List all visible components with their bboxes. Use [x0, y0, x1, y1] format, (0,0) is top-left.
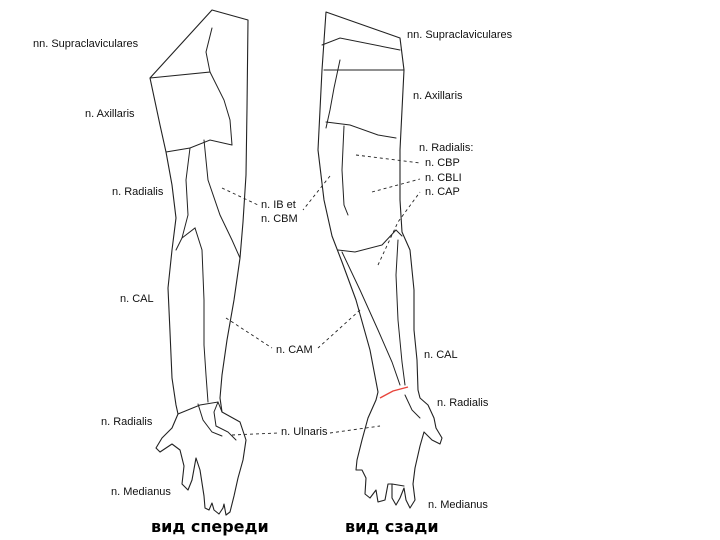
front-axillary-line: [165, 139, 233, 153]
back-arm: [302, 11, 443, 509]
front-arm-outline: [149, 9, 249, 516]
back-arm-outline: [317, 11, 443, 509]
front-palm-line: [197, 403, 223, 437]
label-ib-et: n. IB et: [261, 199, 296, 211]
front-cam-leader: [225, 317, 273, 349]
label-right-radialis-lower: n. Radialis: [437, 397, 489, 409]
label-cam: n. CAM: [276, 344, 313, 356]
label-ulnaris: n. Ulnaris: [281, 426, 328, 438]
caption-front-view: вид спереди: [151, 517, 269, 536]
caption-back-view: вид сзади: [345, 517, 439, 536]
back-forearm-line-a: [341, 251, 401, 386]
label-cbm: n. CBM: [261, 213, 298, 225]
label-left-cal: n. CAL: [120, 293, 154, 305]
back-cbp-leader: [355, 154, 421, 164]
back-ulnaris-leader: [329, 425, 381, 434]
label-left-radialis-upper: n. Radialis: [112, 186, 164, 198]
back-cbli-leader: [371, 178, 421, 193]
label-cbp: n. CBP: [425, 157, 460, 169]
label-left-radialis-lower: n. Radialis: [101, 416, 153, 428]
label-right-medianus: n. Medianus: [428, 499, 488, 511]
front-wrist-line-a: [177, 401, 223, 415]
label-right-axillaris: n. Axillaris: [413, 90, 463, 102]
front-ulnar-line: [213, 401, 237, 441]
back-finger-line: [391, 483, 405, 487]
label-cbli: n. CBLI: [425, 172, 462, 184]
label-right-supraclaviculares: nn. Supraclaviculares: [407, 29, 513, 41]
front-ib-leader: [221, 187, 259, 206]
back-elbow-line: [337, 229, 403, 253]
label-right-cal: n. CAL: [424, 349, 458, 361]
back-forearm-line-b: [395, 239, 406, 386]
label-right-radialis-header: n. Radialis:: [419, 142, 474, 154]
front-arm: [149, 9, 279, 516]
back-cam-leader: [317, 309, 361, 349]
front-radial-upper-line: [175, 147, 191, 251]
front-deltoid-line: [209, 71, 233, 146]
back-wrist-line: [379, 386, 409, 399]
label-left-axillaris: n. Axillaris: [85, 108, 135, 120]
label-cap: n. CAP: [425, 186, 460, 198]
front-mid-line: [203, 139, 241, 259]
label-left-medianus: n. Medianus: [111, 486, 171, 498]
back-ib-leader: [302, 175, 331, 211]
front-ulnaris-leader: [231, 432, 279, 436]
front-forearm-line: [181, 227, 209, 403]
back-radial-upper-line: [341, 125, 349, 216]
back-cap-leader: [377, 191, 421, 266]
back-shoulder-line: [321, 37, 401, 51]
back-deltoid-left-line: [325, 59, 341, 129]
back-axillary-line: [325, 121, 397, 139]
label-left-supraclaviculares: nn. Supraclaviculares: [33, 38, 139, 50]
front-shoulder-line: [149, 27, 213, 79]
back-hand-line: [404, 394, 421, 419]
